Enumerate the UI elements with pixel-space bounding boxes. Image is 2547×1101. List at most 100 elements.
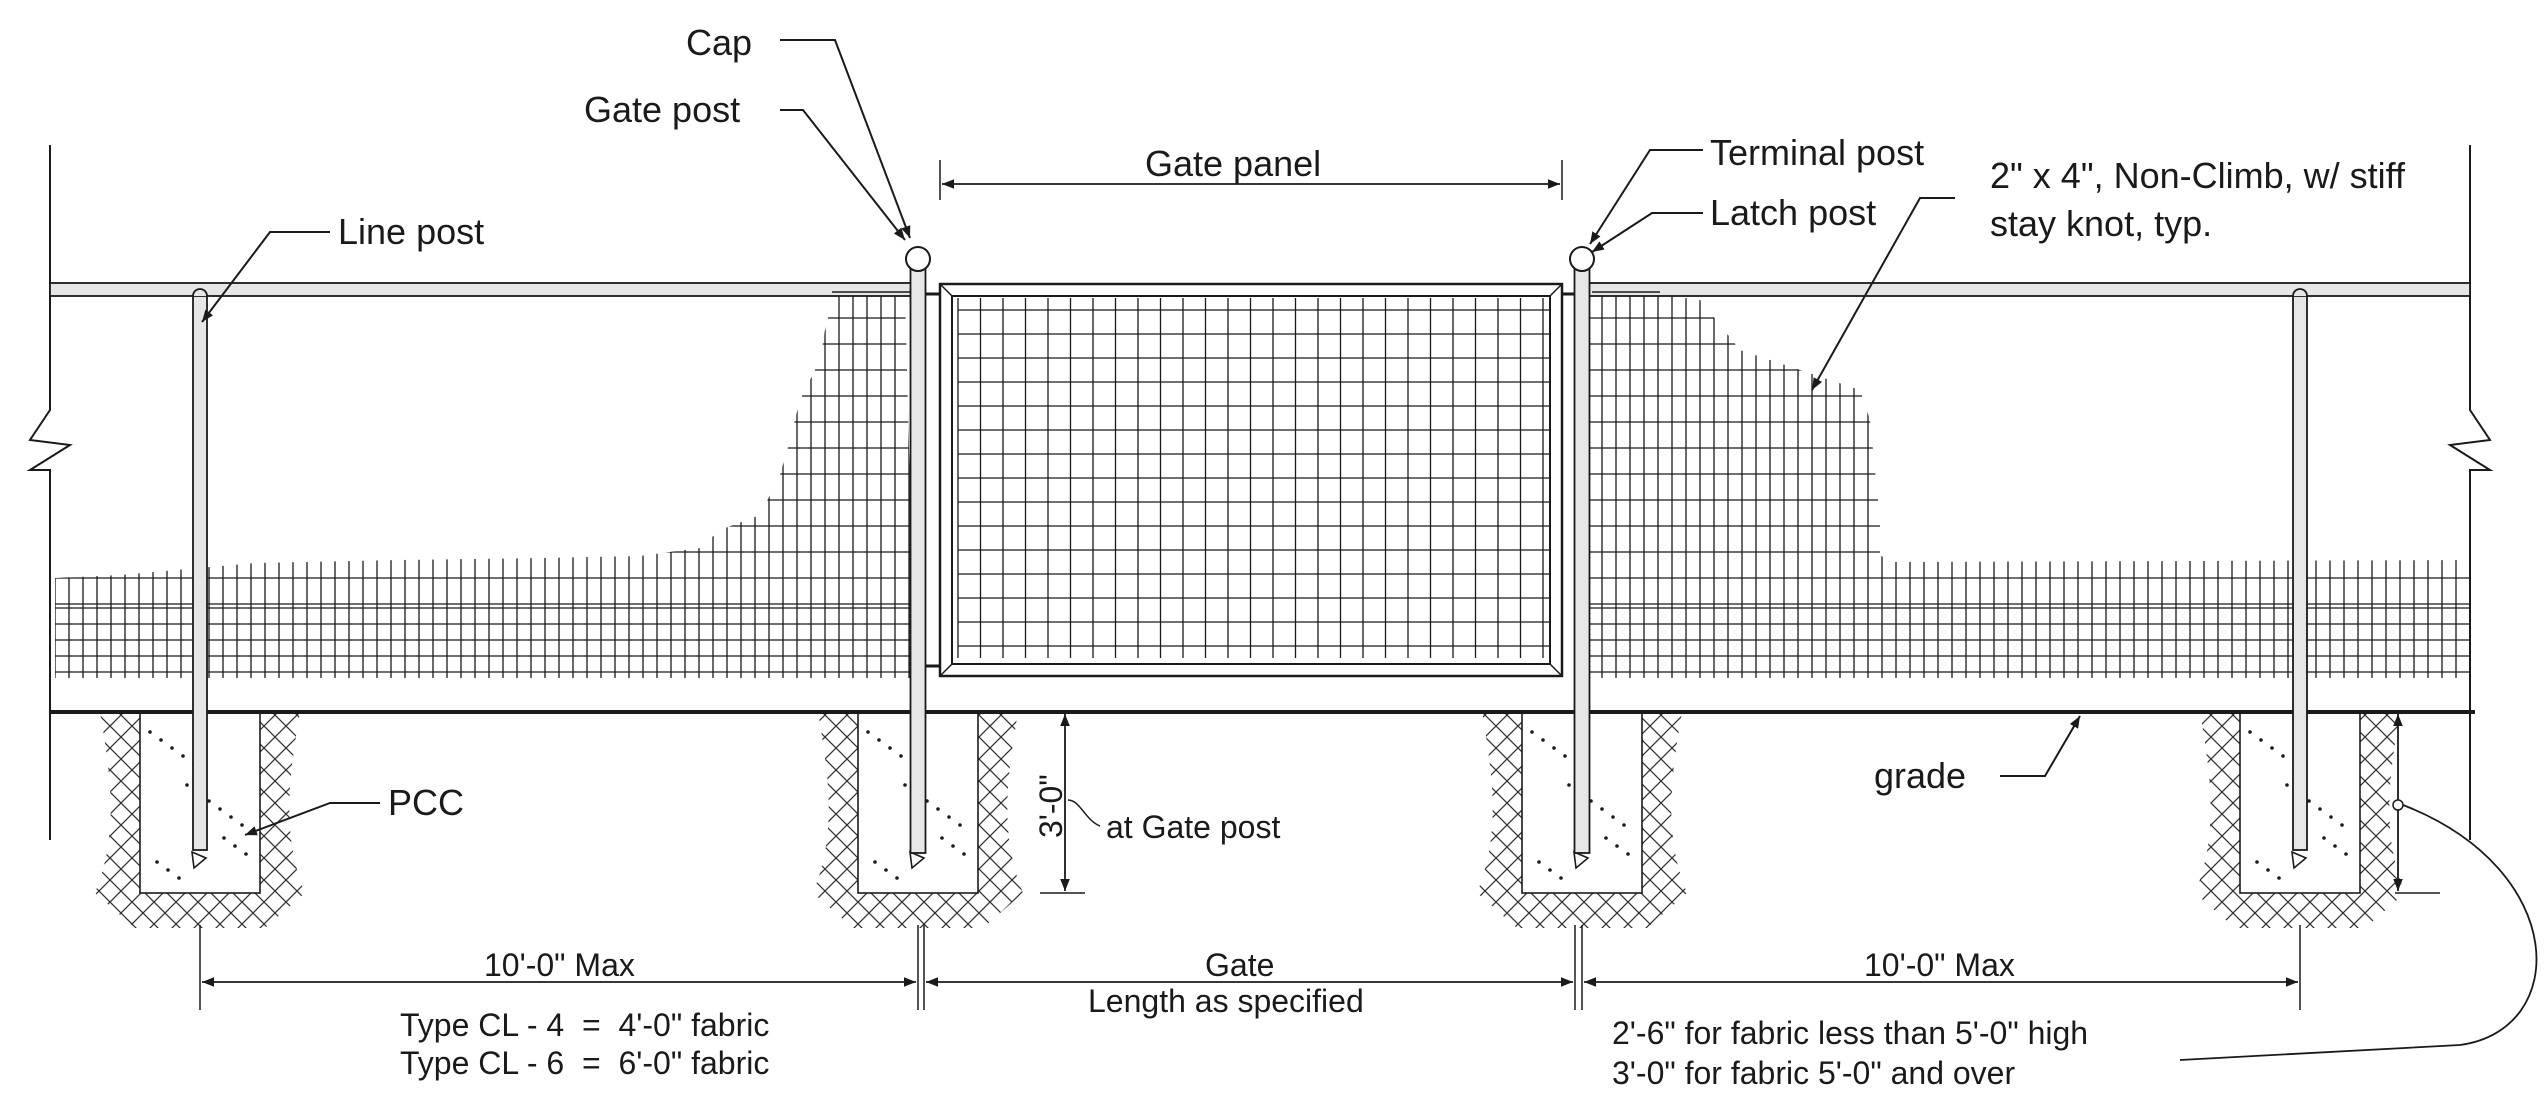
footing-line-post-right-aggregate-mark <box>2291 850 2308 870</box>
footing-line-post-right-aggregate <box>2329 815 2333 819</box>
gate-frame-corner <box>1549 283 1563 297</box>
at-gate-post-label: at Gate post <box>1106 809 1280 845</box>
embed-depth-tall-note: 3'-0" for fabric 5'-0" and over <box>1612 1055 2015 1091</box>
footing-line-post-right-aggregate <box>2259 738 2263 742</box>
footing-latch-post-aggregate <box>1615 844 1619 848</box>
footing-gate-post-aggregate <box>958 823 962 827</box>
gate-post-leader <box>780 109 906 241</box>
gate-frame-corner <box>939 283 953 297</box>
latch-post-cap <box>1569 246 1595 272</box>
footing-gate-post-aggregate <box>947 815 951 819</box>
fence-fabric-left <box>55 290 915 678</box>
gate-frame-outer <box>938 282 1564 678</box>
footing-latch-post-aggregate <box>1559 876 1563 880</box>
pcc-label: PCC <box>388 782 464 823</box>
type-cl6-note: Type CL - 6 = 6'-0" fabric <box>400 1045 769 1081</box>
footing-latch-post-aggregate <box>1611 815 1615 819</box>
top-rail-left <box>49 282 918 297</box>
footing-latch-post-aggregate <box>1600 807 1604 811</box>
footing-line-post-right-aggregate <box>2281 754 2285 758</box>
footing-latch-post-aggregate <box>1537 860 1541 864</box>
footing-line-post-right-aggregate <box>2277 876 2281 880</box>
top-rail-right <box>1581 282 2471 297</box>
footing-latch-post-aggregate <box>1530 730 1534 734</box>
footing-line-post-left-aggregate <box>177 876 181 880</box>
fence-fabric-right <box>1588 292 2470 678</box>
footing-line-post-left-aggregate <box>218 807 222 811</box>
right-break-line <box>2447 145 2494 840</box>
footing-line-post-right-aggregate <box>2333 844 2337 848</box>
footing-gate-post-aggregate <box>899 754 903 758</box>
footing-latch-post-aggregate <box>1548 868 1552 872</box>
footing-line-post-left-aggregate <box>222 836 226 840</box>
line-post-right <box>2292 295 2308 851</box>
line-post-label: Line post <box>338 211 484 252</box>
footing-gate-post-aggregate <box>895 876 899 880</box>
footing-line-post-left-aggregate <box>244 852 248 856</box>
footing-gate-post-aggregate <box>936 807 940 811</box>
footing-line-post-right-aggregate <box>2285 783 2289 787</box>
line-post-leader <box>201 231 330 323</box>
footing-gate-post-aggregate-mark <box>909 850 926 870</box>
latch-post-leader <box>1591 212 1703 253</box>
footing-line-post-left-aggregate <box>229 815 233 819</box>
left-break-line <box>26 145 73 840</box>
line-post-right-top <box>2292 288 2308 297</box>
footing-line-post-left-aggregate <box>240 823 244 827</box>
footing-line-post-right-aggregate <box>2255 860 2259 864</box>
footing-line-post-left-aggregate <box>181 754 185 758</box>
footing-line-post-right-aggregate <box>2322 836 2326 840</box>
line-post-left-top <box>192 288 208 297</box>
gate-post <box>909 264 927 854</box>
gate-frame-corner <box>1549 663 1563 677</box>
footing-latch-post-aggregate <box>1622 823 1626 827</box>
gate-frame-corner <box>939 663 953 677</box>
footing-line-post-right-aggregate <box>2344 852 2348 856</box>
gate-panel-mesh <box>957 298 1550 658</box>
pcc-leader <box>244 802 380 836</box>
cap-leader <box>780 39 911 239</box>
latch-post-label: Latch post <box>1710 192 1876 233</box>
footing-latch-post-aggregate <box>1567 783 1571 787</box>
latch-post <box>1573 264 1591 854</box>
footing-line-post-left-aggregate <box>166 868 170 872</box>
footing-gate-post-aggregate <box>951 844 955 848</box>
fabric-leader <box>1811 197 1955 391</box>
gate-frame-inner <box>951 295 1551 665</box>
footing-line-post-right-aggregate <box>2340 823 2344 827</box>
terminal-post-leader <box>1589 149 1703 245</box>
gate-length-dimension: Length as specified <box>1088 983 1364 1019</box>
footing-line-post-right-aggregate <box>2318 807 2322 811</box>
line-post-left <box>192 295 208 851</box>
gate-post-label: Gate post <box>584 89 740 130</box>
embed-note-leader <box>2179 804 2538 1061</box>
gate-title-dimension: Gate <box>1205 947 1274 983</box>
footing-latch-post-aggregate <box>1626 852 1630 856</box>
right-span-dimension: 10'-0" Max <box>1864 947 2015 983</box>
footing-gate-post-aggregate <box>962 852 966 856</box>
footing-gate-post-aggregate <box>888 746 892 750</box>
footing-line-post-left-aggregate <box>159 738 163 742</box>
footing-line-post-left-aggregate <box>185 783 189 787</box>
type-cl4-note: Type CL - 4 = 4'-0" fabric <box>400 1007 769 1043</box>
footing-latch-post-aggregate <box>1563 754 1567 758</box>
fence-structure <box>26 145 2494 928</box>
footing-line-post-left-aggregate-mark <box>191 850 208 870</box>
embed-depth-short-note: 2'-6" for fabric less than 5'-0" high <box>1612 1015 2088 1051</box>
footing-gate-post-aggregate <box>866 730 870 734</box>
grade-label: grade <box>1874 755 1966 796</box>
embed-note-origin <box>2392 799 2404 811</box>
footing-latch-post-aggregate <box>1552 746 1556 750</box>
footing-gate-post-aggregate <box>940 836 944 840</box>
fabric-spec-line-1: 2" x 4", Non-Climb, w/ stiff <box>1990 155 2406 196</box>
grade-leader <box>2000 715 2081 777</box>
footing-line-post-left-aggregate <box>148 730 152 734</box>
footing-line-post-left-aggregate <box>207 799 211 803</box>
footing-line-post-left-aggregate <box>233 844 237 848</box>
footing-line-post-right-aggregate <box>2270 746 2274 750</box>
depth-dimension-label: 3'-0" <box>1033 774 1069 838</box>
footing-latch-post-aggregate <box>1541 738 1545 742</box>
gate-post-cap <box>905 246 931 272</box>
